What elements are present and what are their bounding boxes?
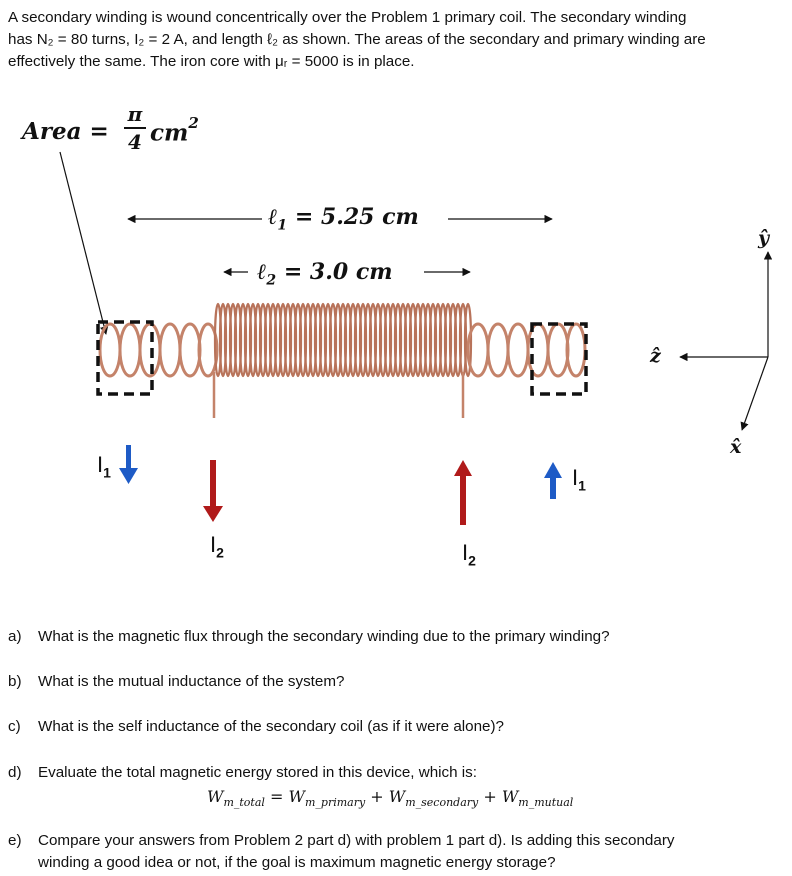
i1-left-label: I1: [97, 452, 111, 481]
coil-diagram: [59, 151, 773, 525]
i2-right-arrow: [454, 460, 472, 525]
question-d-tag: d): [8, 764, 22, 781]
winding-turn: [463, 302, 473, 378]
question-a-tag: a): [8, 628, 22, 645]
i1-right-label: I1: [572, 465, 586, 494]
left-cross-section: [96, 320, 154, 396]
intro-line-3: effectively the same. The iron core with…: [8, 53, 415, 70]
i2-left-label: I2: [210, 532, 224, 561]
area-fraction: π 4: [124, 103, 146, 153]
i1-left-arrow: [119, 445, 138, 484]
l1-label: ℓ1 = 5.25 cm: [268, 204, 419, 234]
primary-coil-right: [466, 322, 587, 378]
question-e-tag: e): [8, 832, 22, 849]
problem-statement: A secondary winding is wound concentrica…: [8, 7, 783, 73]
question-c-tag: c): [8, 718, 21, 735]
intro-line-2: has N₂ = 80 turns, I₂ = 2 A, and length …: [8, 31, 706, 48]
area-unit: cm2: [150, 114, 199, 147]
area-pointer-arrow: [59, 151, 109, 335]
primary-coil-left: [98, 322, 219, 378]
area-denominator: 4: [128, 130, 142, 154]
energy-equation: Wm_total = Wm_primary + Wm_secondary + W…: [207, 787, 574, 810]
x-axis-label: x̂: [730, 436, 742, 458]
area-numerator: π: [127, 102, 143, 126]
l2-label: ℓ2 = 3.0 cm: [257, 259, 393, 289]
question-d-text: Evaluate the total magnetic energy store…: [38, 764, 477, 781]
secondary-winding: [213, 302, 473, 378]
question-b-text: What is the mutual inductance of the sys…: [38, 673, 345, 690]
question-b-tag: b): [8, 673, 22, 690]
right-cross-section: [530, 322, 588, 396]
question-c-text: What is the self inductance of the secon…: [38, 718, 504, 735]
area-label: Area =: [22, 118, 109, 145]
i2-left-arrow: [203, 460, 223, 522]
question-e-line-2: winding a good idea or not, if the goal …: [38, 854, 556, 871]
i2-right-label: I2: [462, 540, 476, 569]
i1-right-arrow: [544, 462, 562, 499]
x-axis-arrow: [740, 356, 769, 431]
question-a-text: What is the magnetic flux through the se…: [38, 628, 610, 645]
z-axis-label: ẑ: [650, 345, 661, 367]
y-axis-label: ŷ: [758, 227, 770, 249]
question-e-line-1: Compare your answers from Problem 2 part…: [38, 832, 675, 849]
intro-line-1: A secondary winding is wound concentrica…: [8, 9, 687, 26]
fraction-bar: [124, 127, 146, 129]
